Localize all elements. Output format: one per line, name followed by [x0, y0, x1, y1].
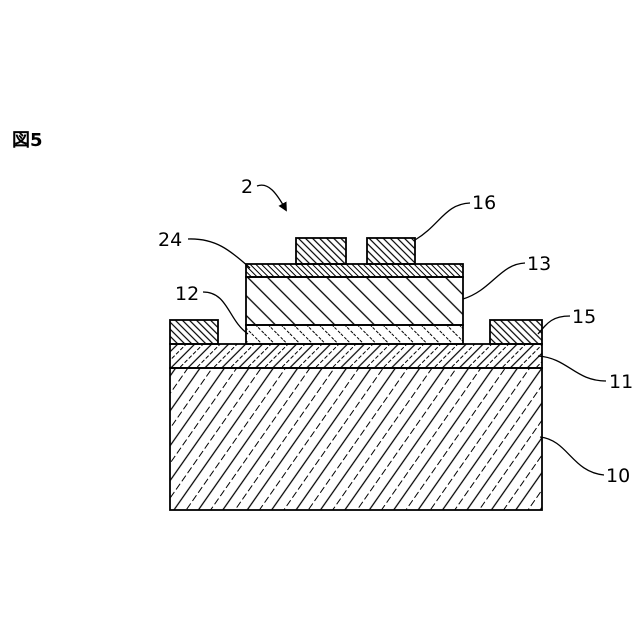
label-side-electrodes: 15 [572, 306, 596, 328]
label-buffer-layer: 12 [175, 283, 199, 305]
leader-substrate [540, 437, 604, 475]
figure-label: 図5 [12, 130, 43, 151]
label-cap-layer: 24 [158, 229, 182, 251]
label-substrate: 10 [606, 465, 630, 487]
buffer-layer [246, 325, 463, 344]
label-surface-layer: 11 [609, 371, 633, 393]
top-electrode-right [367, 238, 415, 264]
leader-electrodes-top [415, 203, 470, 240]
surface-layer [170, 344, 542, 368]
label-electrodes-top: 16 [472, 192, 496, 214]
device-arrow [257, 185, 286, 210]
leader-surface-layer [538, 356, 606, 381]
active-layer [246, 277, 463, 325]
leader-cap-layer [188, 239, 250, 268]
top-electrode-left [296, 238, 346, 264]
substrate-layer [170, 368, 542, 510]
label-device: 2 [241, 176, 253, 198]
cap-layer [246, 264, 463, 277]
leader-active-layer [463, 263, 525, 299]
side-electrode-right [490, 320, 542, 344]
side-electrode-left [170, 320, 218, 344]
label-active-layer: 13 [527, 253, 551, 275]
